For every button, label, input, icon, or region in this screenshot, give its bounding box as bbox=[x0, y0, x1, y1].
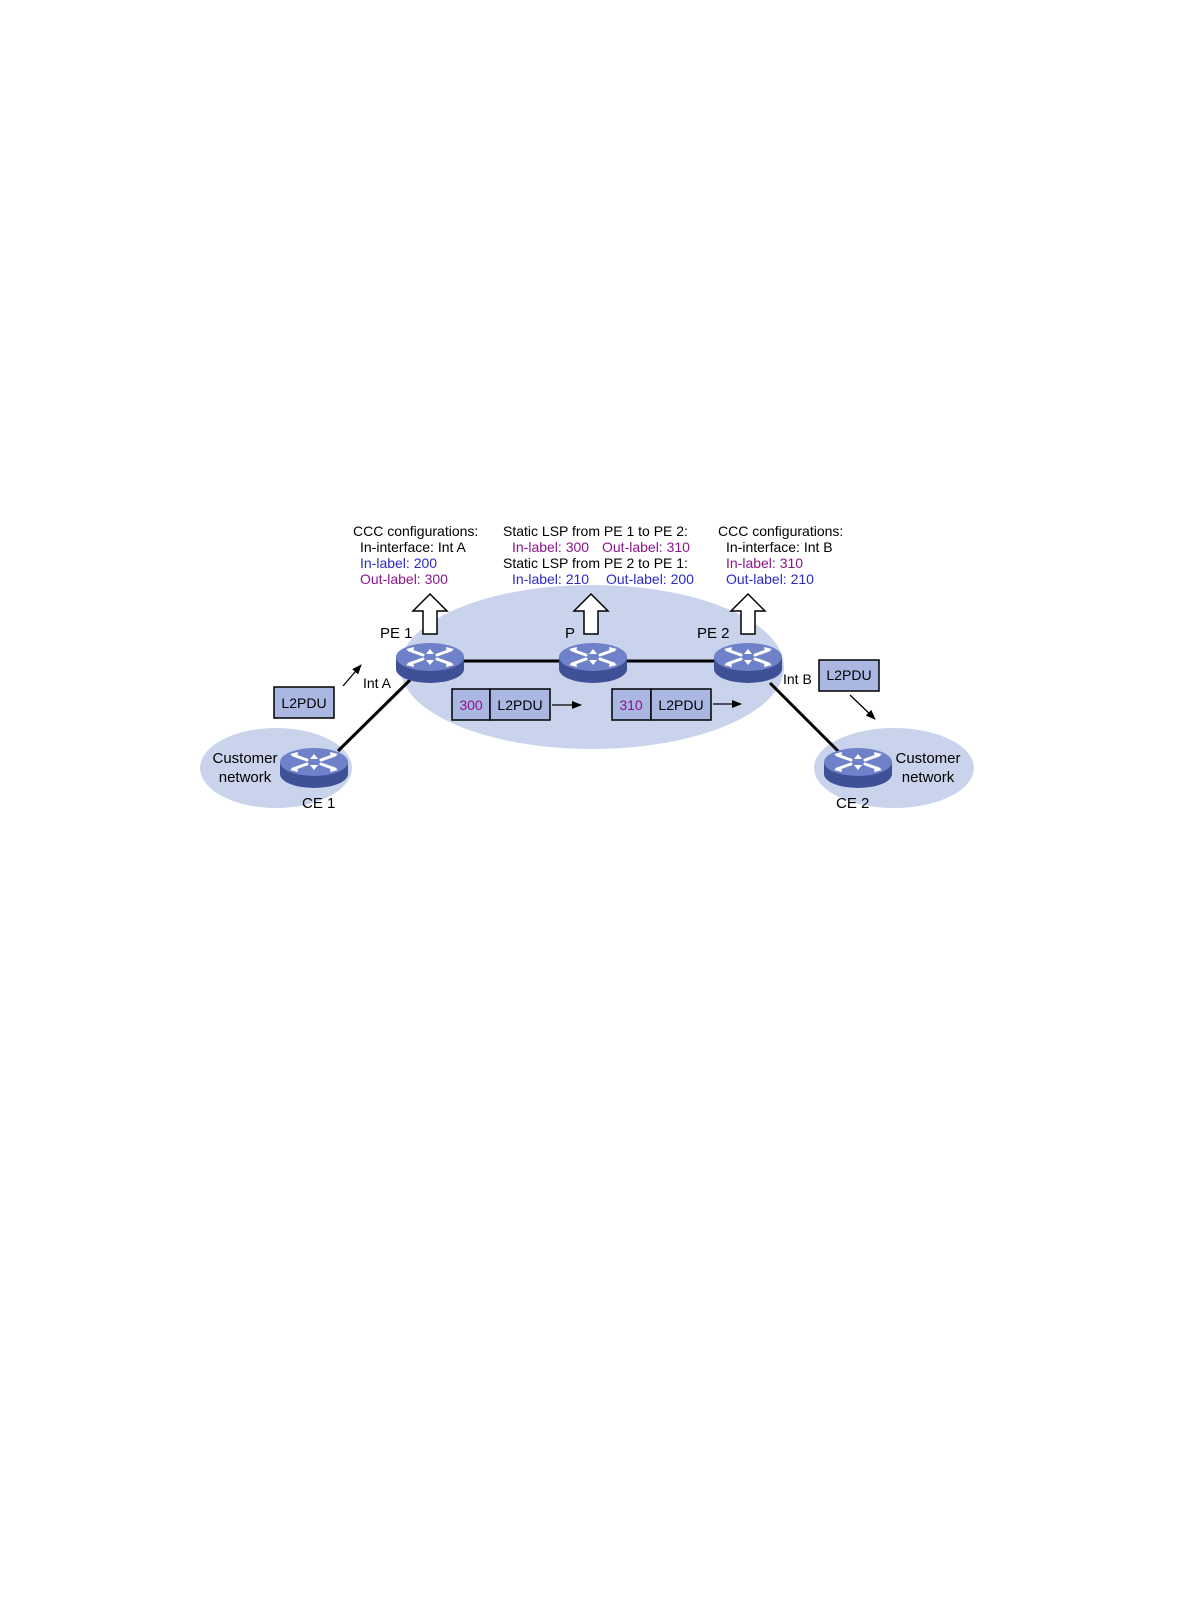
packet-label-value: 300 bbox=[459, 697, 483, 713]
p-lsp1-in: In-label: 300 bbox=[512, 539, 589, 555]
pe2-in-interface: In-interface: Int B bbox=[726, 539, 833, 555]
packet-l2pdu-label: L2PDU bbox=[826, 667, 871, 683]
packet-l2pdu-from-ce1: L2PDU bbox=[273, 686, 335, 719]
hollow-up-arrow-icon bbox=[411, 592, 449, 635]
packet-l2pdu-to-ce2: L2PDU bbox=[818, 659, 880, 692]
switch-icon bbox=[394, 641, 466, 685]
switch-icon bbox=[712, 641, 784, 685]
pe2-out-label: Out-label: 210 bbox=[726, 571, 814, 587]
switch-icon bbox=[278, 746, 350, 790]
pe2-config-title: CCC configurations: bbox=[718, 523, 843, 539]
p-lsp2-title: Static LSP from PE 2 to PE 1: bbox=[503, 555, 688, 571]
link-ce1-pe1 bbox=[336, 678, 412, 753]
p-lsp2-out: Out-label: 200 bbox=[606, 571, 694, 587]
interface-label-int-a: Int A bbox=[363, 675, 392, 691]
packet-label-value: 310 bbox=[619, 697, 643, 713]
packet-l2pdu-label: L2PDU bbox=[281, 695, 326, 711]
packet-labeled-310: 310 L2PDU bbox=[611, 688, 712, 721]
customer-network-left-line1: Customer bbox=[212, 750, 277, 767]
interface-label-int-b: Int B bbox=[783, 671, 812, 687]
device-label-ce2: CE 2 bbox=[836, 795, 869, 812]
p-lsp2-in: In-label: 210 bbox=[512, 571, 589, 587]
customer-network-right-cloud bbox=[814, 728, 974, 808]
pe1-out-label: Out-label: 300 bbox=[360, 571, 448, 587]
pe1-in-interface: In-interface: Int A bbox=[360, 539, 466, 555]
customer-network-right-line1: Customer bbox=[895, 750, 960, 767]
link-pe2-ce2 bbox=[768, 681, 842, 755]
pe1-config-title: CCC configurations: bbox=[353, 523, 478, 539]
packet-payload: L2PDU bbox=[658, 697, 703, 713]
switch-icon bbox=[822, 746, 894, 790]
hollow-up-arrow-icon bbox=[729, 592, 767, 635]
pe1-in-label: In-label: 200 bbox=[360, 555, 437, 571]
packet-payload: L2PDU bbox=[497, 697, 542, 713]
p-lsp1-title: Static LSP from PE 1 to PE 2: bbox=[503, 523, 688, 539]
device-label-p: P bbox=[565, 625, 575, 642]
pe2-in-label: In-label: 310 bbox=[726, 555, 803, 571]
device-label-ce1: CE 1 bbox=[302, 795, 335, 812]
right-arrow-icon bbox=[849, 694, 876, 720]
device-label-pe1: PE 1 bbox=[380, 625, 413, 642]
switch-icon bbox=[557, 641, 629, 685]
customer-network-left-line2: network bbox=[219, 769, 272, 786]
device-label-pe2: PE 2 bbox=[697, 625, 730, 642]
right-arrow-icon bbox=[342, 664, 362, 687]
packet-labeled-300: 300 L2PDU bbox=[451, 688, 551, 721]
hollow-up-arrow-icon bbox=[572, 592, 610, 635]
customer-network-right-line2: network bbox=[902, 769, 955, 786]
p-lsp1-out: Out-label: 310 bbox=[602, 539, 690, 555]
